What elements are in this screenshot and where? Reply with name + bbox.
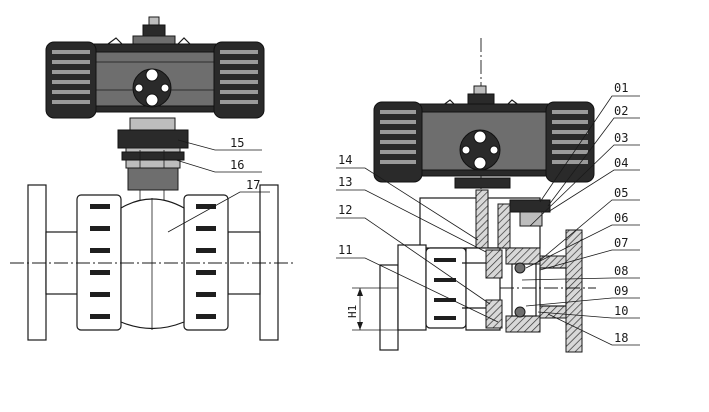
- callout-12: 12: [338, 203, 352, 217]
- left-valve-body: [10, 184, 295, 341]
- callout-04: 04: [614, 156, 628, 170]
- dimension-h1: H1: [346, 305, 359, 318]
- right-actuator-body: [373, 85, 595, 183]
- left-actuator-body: [45, 41, 265, 119]
- callout-09: 09: [614, 284, 628, 298]
- right-section-callouts: 01 02 03 04 05 06 07 08 09 10 18 14 13 1…: [336, 81, 640, 346]
- callout-16: 16: [230, 158, 244, 172]
- left-actuator-stem: [107, 16, 191, 45]
- callout-05: 05: [614, 186, 628, 200]
- callout-07: 07: [614, 236, 628, 250]
- left-bracket: [117, 117, 189, 210]
- callout-06: 06: [614, 211, 628, 225]
- callout-03: 03: [614, 131, 628, 145]
- callout-15: 15: [230, 136, 244, 150]
- callout-11: 11: [338, 243, 352, 257]
- right-section-view: H1: [346, 38, 596, 353]
- callout-13: 13: [338, 175, 352, 189]
- left-callouts: 15 16 17: [167, 136, 270, 233]
- callout-08: 08: [614, 264, 628, 278]
- callout-17: 17: [246, 178, 260, 192]
- callout-10: 10: [614, 304, 628, 318]
- h1-dimension: H1: [346, 287, 398, 331]
- callout-18: 18: [614, 331, 628, 345]
- right-valve-body-section: [379, 229, 596, 353]
- callout-01: 01: [614, 81, 628, 95]
- callout-02: 02: [614, 104, 628, 118]
- callout-14: 14: [338, 153, 352, 167]
- right-bracket-section: [419, 177, 551, 251]
